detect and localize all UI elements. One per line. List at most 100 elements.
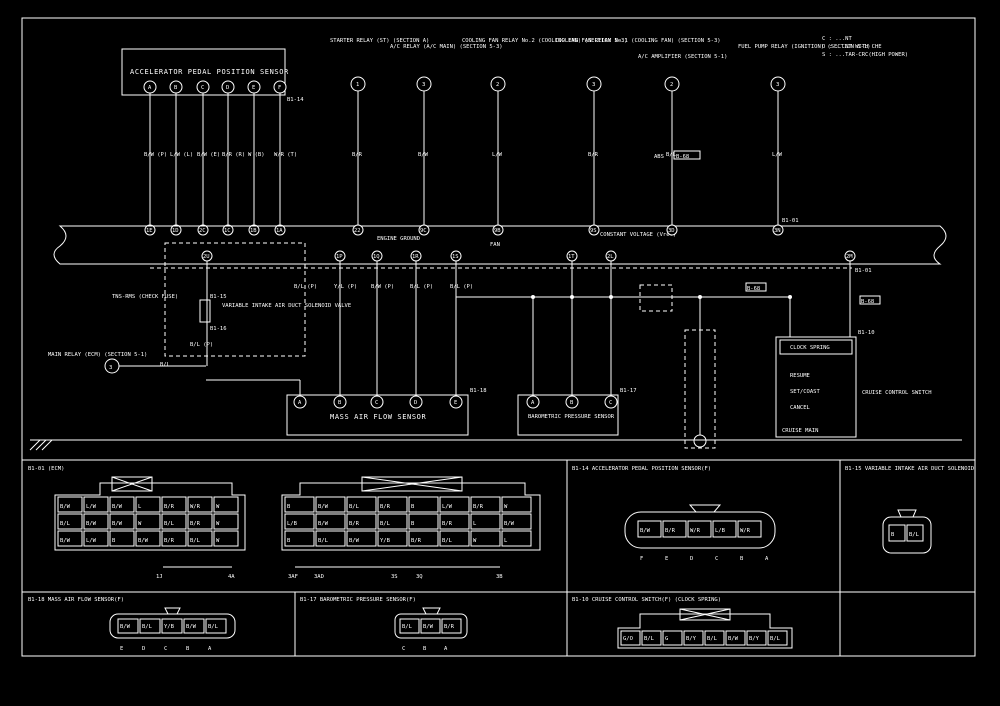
app-conn-pin-label: A (765, 556, 769, 562)
panel-baro-title: B1-17 BAROMETRIC PRESSURE SENSOR(F) (300, 597, 416, 603)
cooling-fan-relay-2-label: COOLING FAN RELAY No.2 (COOLING FAN) (SE… (462, 38, 628, 44)
ecm-scale-label: 3S (391, 574, 398, 580)
cruise-cancel-label: CANCEL (790, 405, 811, 411)
ecm-right-cell-label: B/L (349, 504, 360, 510)
solenoid-conn-cell-label: B/L (909, 532, 920, 538)
ecm-left-cell (213, 530, 239, 547)
maf-pin (370, 395, 384, 409)
diagram-frame (21, 17, 976, 657)
ecm-terminal-label: 9C (420, 228, 427, 234)
ground-dashed-box (684, 329, 716, 449)
ecm-right-cell-label: B/W (318, 521, 329, 527)
ecm-conn-id-top: B1-01 (782, 218, 799, 224)
ecm-mid-terminal-label: 1S (452, 254, 459, 260)
maf-conn-id: B1-18 (470, 388, 487, 394)
ecm-left-cell-label: B/W (86, 521, 97, 527)
cruise-conn-cell-label: B/Y (686, 636, 697, 642)
app-conn-cell-label: B/R (665, 528, 676, 534)
panel-app-title: B1-14 ACCELERATOR PEDAL POSITION SENSOR(… (572, 466, 711, 472)
ecm-mid-terminal-label: 1Q (373, 254, 380, 260)
ecm-left-cell-label: B/W (138, 538, 149, 544)
baro-pin-label: A (531, 400, 535, 406)
ecm-mid-terminal-label: 2L (607, 254, 614, 260)
ecm-right-cell-label: B/R (442, 521, 453, 527)
ecm-right-cell (408, 530, 439, 547)
maf-wire-color: B/L (P) (410, 284, 433, 290)
legend-line-2: O : ...NT WITH CHE (822, 44, 882, 50)
ecm-right-cell-label: L (473, 521, 477, 527)
solenoid-area: TNS-RMS (CHECK FUSE) B1-15 VARIABLE INTA… (112, 242, 351, 357)
maf-pin-label: A (298, 400, 302, 406)
ecm-terminal-label: 22 (354, 228, 361, 234)
panel-solenoid-title: B1-15 VARIABLE INTAKE AIR DUCT SOLENOID (845, 466, 974, 472)
ecm-right-cell (408, 496, 439, 513)
app-pin-label: C (201, 85, 204, 91)
ecm-left-cell-label: B/L (164, 521, 175, 527)
main-relay-pin: 3 (109, 365, 112, 371)
maf-conn-cell-label: B/L (208, 624, 219, 630)
baro-pin (565, 395, 579, 409)
baro-pin-label: C (609, 400, 612, 406)
maf-conn-pin-label: C (164, 646, 167, 652)
ecm-left-cell-label: W (216, 538, 220, 544)
maf-conn-cell-label: Y/B (164, 624, 175, 630)
ecm-terminal (274, 224, 286, 236)
ecm-left-cell-label: B/L (190, 538, 201, 544)
component-pin-label: 3 (776, 82, 779, 88)
app-conn-pin-label: E (665, 556, 668, 562)
maf-pin-label: D (414, 400, 417, 406)
baro-conn-cell-label: B/R (444, 624, 455, 630)
ecm-right-cell-label: B (287, 538, 291, 544)
ecm-terminal (588, 224, 600, 236)
ecm-right-cell (284, 496, 315, 513)
baro-conn-cell-label: B/L (402, 624, 413, 630)
solenoid-conn-cell-label: B (891, 532, 895, 538)
accelerator-pedal-position-sensor: ACCELERATOR PEDAL POSITION SENSOR B1-14 … (121, 48, 304, 236)
maf-conn-cell (205, 618, 227, 634)
baro-pin-label: B (570, 400, 574, 406)
ecm-right-cell (501, 513, 532, 530)
ecm-left-cell-label: B/R (164, 538, 175, 544)
ecm-left-cell-label: B (112, 538, 116, 544)
app-conn-cell (662, 520, 687, 538)
ecm-terminal (197, 224, 209, 236)
app-wire-color: B/W (P) (144, 152, 167, 158)
ecm-left-cell-label: B/W (112, 504, 123, 510)
ecm-terminal-label: 3D (668, 228, 675, 234)
app-conn-cell (712, 520, 737, 538)
cruise-title: CRUISE CONTROL SWITCH (862, 390, 932, 396)
ecm-left-cell (187, 496, 213, 513)
junction-dot (570, 295, 574, 299)
ecm-right-cell-label: L (504, 538, 508, 544)
component-wire-color: L/W (772, 152, 783, 158)
solenoid-connector: B B/L (882, 509, 932, 554)
ecm-left-cell (83, 530, 109, 547)
maf-conn-cell-label: B/L (142, 624, 153, 630)
ecm-left-cell (57, 496, 83, 513)
ecm-terminal (418, 224, 430, 236)
junction-dot (788, 295, 792, 299)
solenoid-wire: B/L (P) (190, 342, 213, 348)
maf-pin-label: E (454, 400, 457, 406)
ecm-left-cell (161, 530, 187, 547)
main-relay-wire: B/L (160, 362, 171, 368)
ecm-right-cell (315, 496, 346, 513)
cruise-conn-id: B1-10 (858, 330, 875, 336)
ecm-left-cell-label: L/W (86, 538, 97, 544)
maf-wire-color: Y/L (P) (334, 284, 357, 290)
chassis-ground-icon (29, 439, 60, 451)
baro-conn-pin-label: A (444, 646, 448, 652)
cruise-conn-cell (725, 630, 746, 646)
ecm-left-cell (187, 530, 213, 547)
maf-conn-cell (183, 618, 205, 634)
solenoid-conn-cell (906, 524, 924, 542)
baro-pin (526, 395, 540, 409)
baro-conn-cell-label: B/W (423, 624, 434, 630)
ecm-terminal-label: 1B (250, 228, 257, 234)
maf-title: MASS AIR FLOW SENSOR (330, 413, 426, 421)
app-pin-label: D (226, 85, 229, 91)
maf-conn-pin-label: A (208, 646, 212, 652)
